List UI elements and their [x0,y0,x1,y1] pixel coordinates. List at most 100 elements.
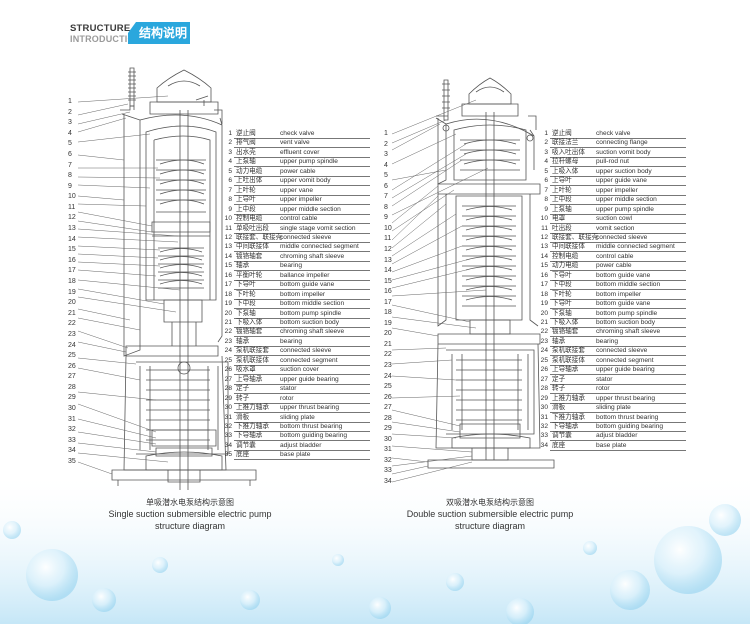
right-caption-chinese: 双吸潜水电泵结构示意图 [446,498,534,507]
part-name-english: upper thrust bearing [596,394,656,402]
right-callout-20: 20 [384,330,392,338]
left-callout-23: 23 [68,330,76,338]
left-callout-27: 27 [68,373,76,381]
part-name-chinese: 上推力轴承 [236,404,269,412]
part-number: 29 [540,394,548,402]
part-number: 22 [224,328,232,336]
left-callout-21: 21 [68,309,76,317]
row-underline [234,449,370,451]
part-name-chinese: 上泵轴 [552,205,572,213]
left-callout-20: 20 [68,299,76,307]
left-callout-1: 1 [68,98,72,105]
part-name-chinese: 镀铬轴套 [236,252,263,260]
part-name-chinese: 联接套、联接壳 [552,233,599,241]
part-name-english: single stage vomit section [280,224,356,232]
left-callout-6: 6 [68,150,72,158]
part-number: 27 [224,375,232,383]
row-underline [234,175,370,177]
part-number: 11 [225,224,232,232]
part-name-english: middle connected segment [596,243,675,251]
part-name-chinese: 泵机联接套 [236,347,269,355]
right-callout-28: 28 [384,414,392,422]
right-callout-26: 26 [384,393,392,401]
part-number: 30 [540,404,548,412]
left-callout-10: 10 [68,193,76,201]
row-underline [550,374,686,376]
right-callout-12: 12 [384,246,392,253]
part-number: 7 [544,186,548,194]
row-underline [234,270,370,272]
right-callout-34: 34 [384,478,392,485]
row-underline [234,298,370,300]
part-name-chinese: 下推力轴承 [552,413,585,421]
header-english: STRUCTURE INTRODUCTION [70,24,141,45]
part-name-english: bottom pump spindle [596,309,658,317]
part-number: 14 [224,252,232,260]
part-name-english: base plate [596,441,627,449]
row-underline [234,412,370,414]
row-underline [234,185,370,187]
part-name-english: bottom guide vane [596,300,651,308]
row-underline [550,251,686,253]
row-underline [550,345,686,347]
part-number: 32 [540,422,548,430]
left-callout-24: 24 [68,341,76,349]
row-underline [234,327,370,328]
part-name-english: upper impeller [280,196,322,204]
left-callout-34: 34 [68,447,76,455]
part-name-english: suction vomit body [596,148,651,156]
left-callout-22: 22 [68,320,76,328]
row-underline [550,138,686,139]
row-underline [550,270,686,272]
part-number: 14 [540,252,548,260]
part-number: 33 [224,432,232,440]
part-name-english: power cable [280,167,316,175]
part-number: 15 [224,262,232,270]
right-callout-5: 5 [384,172,388,180]
left-callout-29: 29 [68,394,76,402]
part-name-english: bottom guiding bearing [280,432,348,440]
row-underline [550,175,686,177]
left-callout-2: 2 [68,108,72,116]
part-number: 4 [544,158,548,166]
part-name-chinese: 控制电缆 [236,215,263,223]
part-name-chinese: 泵机联接套 [552,347,585,355]
left-callout-32: 32 [68,426,76,434]
row-underline [550,440,686,442]
part-name-chinese: 上中段 [236,205,256,213]
part-name-english: stator [280,385,297,393]
part-name-chinese: 下吸入体 [552,319,579,326]
row-underline [234,166,370,168]
left-callout-3: 3 [68,119,72,127]
part-name-english: bottom suction body [280,319,340,326]
part-number: 13 [224,243,232,251]
part-name-chinese: 下叶轮 [236,290,256,298]
right-callout-9: 9 [384,214,388,222]
right-callout-29: 29 [384,425,392,433]
part-name-english: sliding plate [596,404,631,412]
row-underline [550,232,686,234]
part-number: 3 [544,148,548,156]
row-underline [234,194,370,196]
part-name-chinese: 下中段 [236,300,256,308]
part-number: 16 [540,271,548,279]
part-name-chinese: 下导叶 [552,300,572,308]
part-name-chinese: 排气阀 [236,139,256,147]
part-name-english: upper guide bearing [596,366,655,374]
part-number: 35 [224,451,232,459]
